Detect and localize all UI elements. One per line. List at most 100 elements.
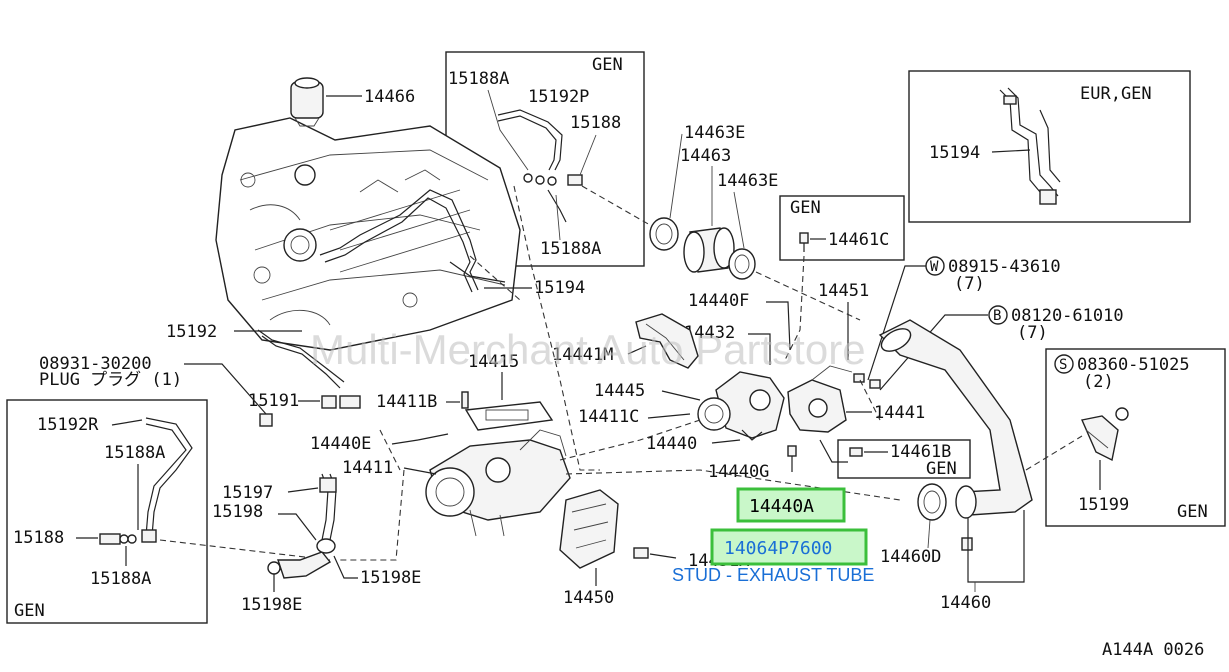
label-15188-top: 15188	[570, 113, 621, 133]
clip-14440	[741, 429, 763, 441]
bracket-15194	[999, 87, 1061, 205]
svg-text:S: S	[1059, 357, 1067, 373]
label-15188a-left2: 15188A	[90, 569, 151, 589]
label-14440g: 14440G	[708, 462, 769, 482]
marker-s: S	[1054, 354, 1074, 374]
label-15198e-a: 15198E	[360, 568, 421, 588]
label-14466: 14466	[364, 87, 415, 107]
label-14440f: 14440F	[688, 291, 749, 311]
stud-14411b	[461, 391, 469, 409]
intake-pipe-14460	[878, 319, 1033, 519]
label-15188a-left: 15188A	[104, 443, 165, 463]
hose-15198	[277, 538, 336, 579]
eur-gen-label: EUR,GEN	[1080, 84, 1152, 104]
label-14441: 14441	[874, 403, 925, 423]
svg-text:14440A[interactable]: 14440A	[749, 496, 814, 517]
svg-text:B: B	[993, 308, 1001, 324]
marker-w: W	[925, 256, 945, 276]
label-14461b: 14461B	[890, 442, 951, 462]
label-14450: 14450	[563, 588, 614, 608]
label-14441m: 14441M	[552, 345, 613, 365]
label-15191: 15191	[248, 391, 299, 411]
label-b-08120: 08120-61010	[1011, 306, 1124, 326]
bolt-b08120	[869, 379, 881, 389]
label-15192p: 15192P	[528, 87, 589, 107]
pipe-14441m	[635, 313, 699, 369]
label-14432: 14432	[684, 323, 735, 343]
tube-15192p	[497, 109, 583, 223]
turbocharger-14411	[425, 429, 571, 537]
clamp-15198e	[267, 561, 281, 575]
gen-14461b-box	[837, 439, 971, 479]
union-15191	[321, 395, 361, 409]
label-15198: 15198	[212, 502, 263, 522]
part-description: STUD - EXHAUST TUBE	[672, 565, 874, 585]
return-pipe-15197	[319, 473, 337, 541]
watermark: Multi-Merchant Auto Partstore	[310, 326, 866, 373]
tube-14440e	[417, 433, 449, 441]
marker-b: B	[988, 305, 1008, 325]
clamp-14460d	[917, 483, 947, 521]
label-15188a-mid: 15188A	[540, 239, 601, 259]
label-15194-mid: 15194	[534, 278, 585, 298]
flange-14441	[787, 365, 853, 433]
diagram-code: A144A 0026	[1102, 640, 1204, 660]
label-15188-left: 15188	[13, 528, 64, 548]
nut-w08915	[853, 373, 865, 383]
label-15199: 15199	[1078, 495, 1129, 515]
heat-shield-14450	[559, 489, 619, 569]
stud-14440g	[787, 445, 797, 457]
label-14415: 14415	[468, 352, 519, 372]
oil-filler-cap	[290, 77, 324, 127]
gen-14461c-label: GEN	[790, 198, 821, 218]
gen-left-label: GEN	[14, 601, 45, 621]
label-14440e: 14440E	[310, 434, 371, 454]
plug-08931	[259, 413, 273, 427]
elbow-14445	[697, 371, 785, 439]
label-s-08360: 08360-51025	[1077, 355, 1190, 375]
bolt-14451a	[633, 547, 649, 559]
hose-clamp-14463e-b	[728, 248, 756, 280]
label-14411b: 14411B	[376, 392, 437, 412]
gen-14461b-label: GEN	[926, 459, 957, 479]
label-15198e-b: 15198E	[241, 595, 302, 615]
highlight-14440a[interactable]: 14440A	[736, 487, 846, 523]
gen-top-label: GEN	[592, 55, 623, 75]
label-14451: 14451	[818, 281, 869, 301]
gen-right-label: GEN	[1177, 502, 1208, 522]
label-14440: 14440	[646, 434, 697, 454]
svg-text:14064P7600[interactable]: 14064P7600	[724, 538, 832, 559]
label-08931: 08931-30200	[39, 354, 152, 374]
label-w-qty: (7)	[954, 274, 985, 294]
label-15192r: 15192R	[37, 415, 99, 435]
label-14411: 14411	[342, 458, 393, 478]
label-14411c: 14411C	[578, 407, 639, 427]
label-14463e-b: 14463E	[717, 171, 778, 191]
bolt-14461b	[849, 447, 863, 457]
label-14463: 14463	[680, 146, 731, 166]
bolt-14461c	[799, 232, 809, 252]
label-14445: 14445	[594, 381, 645, 401]
intake-hose-14463	[683, 227, 735, 273]
label-plug: PLUG プラグ (1)	[39, 370, 182, 390]
hose-clamp-14463e-a	[649, 217, 679, 251]
gasket-14415	[464, 401, 554, 431]
label-w-08915: 08915-43610	[948, 257, 1061, 277]
label-14461c: 14461C	[828, 230, 889, 250]
label-15192: 15192	[166, 322, 217, 342]
label-15188a-top: 15188A	[448, 69, 509, 89]
gen-left-box	[6, 399, 208, 624]
svg-text:W: W	[930, 259, 939, 275]
stud-14411c	[647, 413, 691, 419]
bracket-15199	[1081, 407, 1129, 462]
highlight-14064p7600[interactable]: 14064P7600	[710, 528, 868, 566]
label-14460d: 14460D	[880, 547, 941, 567]
oil-tube-15192r	[141, 417, 193, 543]
banjo-15188	[99, 533, 137, 545]
engine-block	[215, 117, 521, 351]
label-15197: 15197	[222, 483, 273, 503]
gen-right-box	[1045, 348, 1226, 527]
gen-14461c-box	[779, 195, 905, 261]
